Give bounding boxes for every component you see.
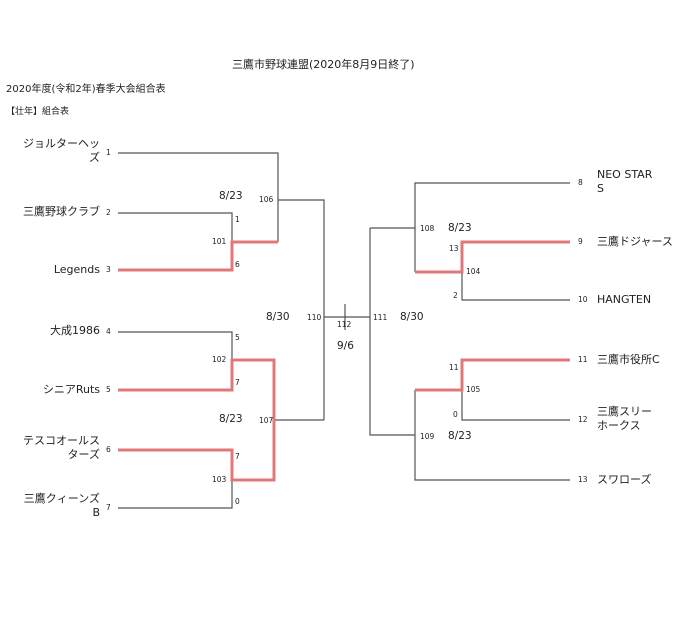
team-name-1-line-1: ジョルターヘッ — [23, 137, 100, 150]
match-106-number: 106 — [259, 195, 274, 204]
bracket-lines-plain — [118, 152, 570, 509]
team-name-2: 三鷹野球クラブ — [0, 205, 100, 219]
seed-7: 7 — [106, 503, 111, 512]
team-name-8-line-1: NEO STAR — [597, 168, 653, 181]
match-104-score-top: 13 — [449, 244, 459, 253]
team-name-8: NEO STAR S — [597, 168, 687, 196]
match-101-score-bottom: 6 — [235, 260, 240, 269]
team-name-2-line-1: 三鷹野球クラブ — [23, 205, 100, 218]
team-name-3-line-1: Legends — [53, 263, 100, 276]
match-109-date: 8/23 — [448, 430, 472, 442]
team-name-11-line-1: 三鷹市役所C — [597, 353, 660, 366]
seed-5: 5 — [106, 385, 111, 394]
match-106-date: 8/23 — [219, 190, 243, 202]
match-110-date: 8/30 — [266, 311, 290, 323]
team-name-7-line-2: B — [92, 506, 100, 519]
seed-2: 2 — [106, 208, 111, 217]
match-105-number: 105 — [466, 385, 481, 394]
team-name-1: ジョルターヘッ ズ — [0, 137, 100, 165]
team-name-7-line-1: 三鷹クィーンズ — [23, 492, 100, 505]
seed-9: 9 — [578, 237, 583, 246]
bracket-lines-winner — [118, 240, 570, 482]
team-name-7: 三鷹クィーンズ B — [0, 492, 100, 520]
seed-8: 8 — [578, 178, 583, 187]
team-name-5: シニアRuts — [0, 383, 100, 397]
match-111-number: 111 — [373, 313, 388, 322]
team-name-1-line-2: ズ — [89, 151, 100, 164]
team-name-4-line-1: 大成1986 — [50, 324, 100, 337]
seed-6: 6 — [106, 445, 111, 454]
match-102-score-bottom: 7 — [235, 378, 240, 387]
team-name-6-line-2: ターズ — [67, 448, 100, 461]
division-label: 【壮年】組合表 — [6, 107, 70, 117]
team-name-12: 三鷹スリー ホークス — [597, 405, 687, 433]
match-103-number: 103 — [212, 475, 227, 484]
match-108-number: 108 — [420, 224, 435, 233]
team-name-6-line-1: テスコオールス — [23, 434, 100, 447]
match-102-score-top: 5 — [235, 333, 240, 342]
match-103-score-top: 7 — [235, 452, 240, 461]
match-104-number: 104 — [466, 267, 481, 276]
match-112-number: 112 — [337, 320, 352, 329]
match-102-number: 102 — [212, 355, 227, 364]
match-109-number: 109 — [420, 432, 435, 441]
seed-3: 3 — [106, 265, 111, 274]
team-name-9: 三鷹ドジャース — [597, 235, 687, 249]
match-104-score-bottom: 2 — [453, 291, 458, 300]
team-name-9-line-1: 三鷹ドジャース — [597, 235, 673, 248]
team-name-12-line-1: 三鷹スリー — [597, 405, 652, 418]
match-101-score-top: 1 — [235, 215, 240, 224]
seed-1: 1 — [106, 148, 111, 157]
match-112-date: 9/6 — [337, 340, 354, 352]
match-105-score-bottom: 0 — [453, 410, 458, 419]
team-name-3: Legends — [0, 263, 100, 277]
tournament-subtitle: 2020年度(令和2年)春季大会組合表 — [6, 84, 166, 95]
seed-11: 11 — [578, 355, 588, 364]
team-name-13: スワローズ — [597, 473, 687, 487]
match-108-date: 8/23 — [448, 222, 472, 234]
team-name-10: HANGTEN — [597, 293, 687, 307]
page-title: 三鷹市野球連盟(2020年8月9日終了) — [232, 58, 415, 71]
team-name-10-line-1: HANGTEN — [597, 293, 652, 306]
team-name-5-line-1: シニアRuts — [42, 383, 100, 396]
match-101-number: 101 — [212, 237, 227, 246]
match-111-date: 8/30 — [400, 311, 424, 323]
team-name-11: 三鷹市役所C — [597, 353, 687, 367]
seed-12: 12 — [578, 415, 588, 424]
match-107-date: 8/23 — [219, 413, 243, 425]
match-103-score-bottom: 0 — [235, 497, 240, 506]
team-name-6: テスコオールス ターズ — [0, 434, 100, 462]
seed-10: 10 — [578, 295, 588, 304]
seed-13: 13 — [578, 475, 588, 484]
seed-4: 4 — [106, 327, 111, 336]
match-105-score-top: 11 — [449, 363, 459, 372]
team-name-8-line-2: S — [597, 182, 604, 195]
team-name-13-line-1: スワローズ — [597, 473, 652, 486]
match-110-number: 110 — [307, 313, 322, 322]
team-name-12-line-2: ホークス — [597, 419, 641, 432]
team-name-4: 大成1986 — [0, 324, 100, 338]
match-107-number: 107 — [259, 416, 274, 425]
